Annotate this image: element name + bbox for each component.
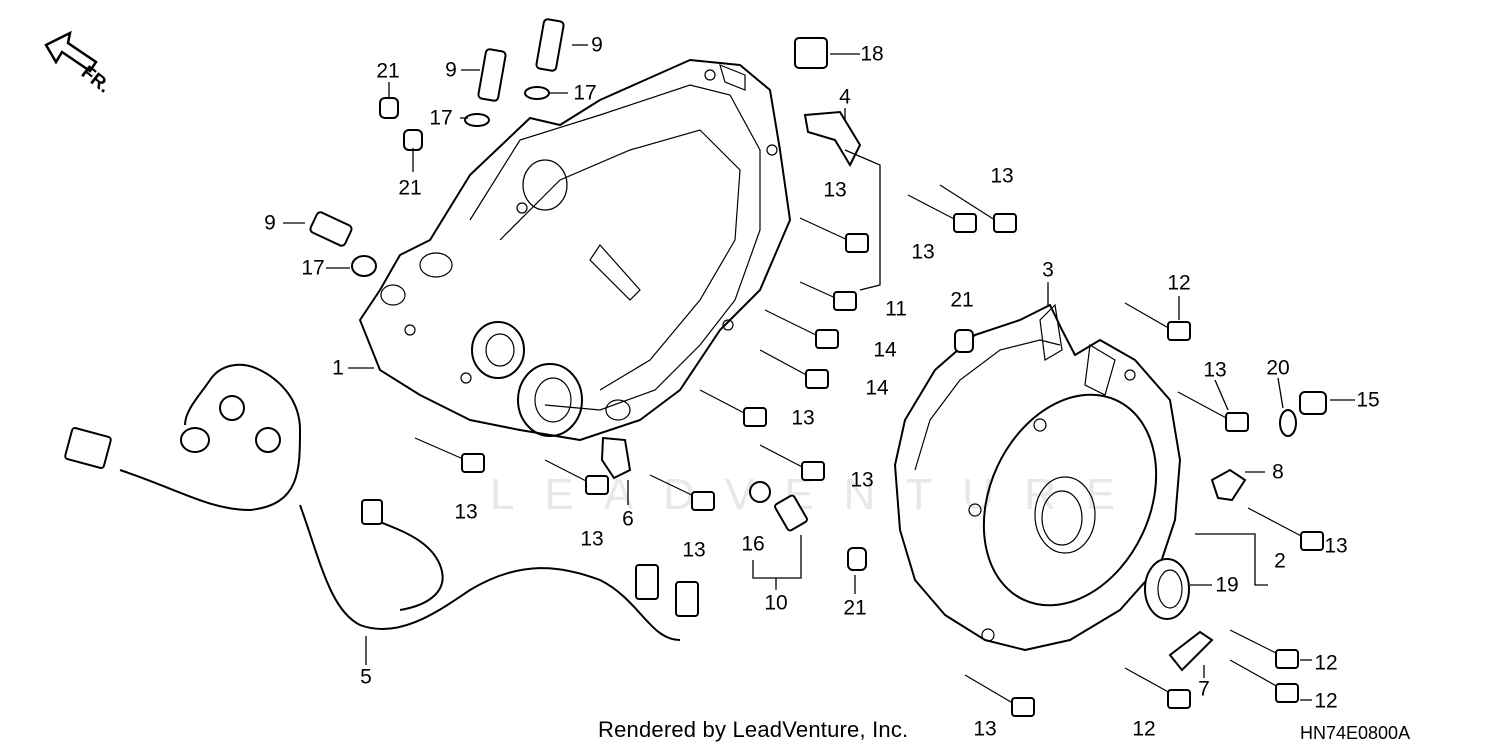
callout-12: 12 xyxy=(1132,717,1156,741)
render-credit: Rendered by LeadVenture, Inc. xyxy=(598,717,909,742)
callout-3: 3 xyxy=(1042,258,1054,282)
callout-17: 17 xyxy=(429,106,453,130)
callout-13: 13 xyxy=(682,538,706,562)
callout-13: 13 xyxy=(1203,358,1227,382)
callout-13: 13 xyxy=(911,240,935,264)
crankcase-cover-drawing xyxy=(359,59,791,441)
callout-13: 13 xyxy=(1324,534,1348,558)
callout-21: 21 xyxy=(843,596,867,620)
leader-lines xyxy=(283,44,1355,701)
callout-20: 20 xyxy=(1266,356,1290,380)
callout-6: 6 xyxy=(622,507,634,531)
callout-14: 14 xyxy=(865,376,889,400)
callout-15: 15 xyxy=(1356,388,1380,412)
callout-18: 18 xyxy=(860,42,884,66)
callout-9: 9 xyxy=(264,211,276,235)
callout-13: 13 xyxy=(973,717,997,741)
callout-4: 4 xyxy=(839,85,851,109)
bolt-drawings xyxy=(414,184,1324,717)
sensor-drawings xyxy=(309,18,808,532)
callout-13: 13 xyxy=(454,500,478,524)
callout-9: 9 xyxy=(591,33,603,57)
callout-1: 1 xyxy=(332,356,344,380)
callout-17: 17 xyxy=(573,81,597,105)
rear-case-cover-drawing xyxy=(894,303,1181,651)
callout-5: 5 xyxy=(360,665,372,689)
front-direction-arrow-icon xyxy=(44,30,98,73)
callout-21: 21 xyxy=(398,176,422,200)
washer-and-dowel-drawings xyxy=(351,37,1327,672)
callout-12: 12 xyxy=(1314,651,1338,675)
callout-2: 2 xyxy=(1274,549,1286,573)
callout-10: 10 xyxy=(764,591,788,615)
callout-21: 21 xyxy=(950,288,974,312)
drawing-code: HN74E0800A xyxy=(1300,723,1411,743)
callout-8: 8 xyxy=(1272,460,1284,484)
callout-16: 16 xyxy=(741,532,765,556)
callout-21: 21 xyxy=(376,59,400,83)
callout-17: 17 xyxy=(301,256,325,280)
callout-13: 13 xyxy=(580,527,604,551)
callout-12: 12 xyxy=(1314,689,1338,713)
callout-11: 11 xyxy=(885,297,907,321)
oil-seal-drawing xyxy=(1144,558,1190,620)
callout-9: 9 xyxy=(445,58,457,82)
callout-12: 12 xyxy=(1167,271,1191,295)
wire-harness-drawing xyxy=(64,363,699,641)
callout-14: 14 xyxy=(873,338,897,362)
callout-7: 7 xyxy=(1198,677,1210,701)
callout-13: 13 xyxy=(791,406,815,430)
callout-19: 19 xyxy=(1215,573,1239,597)
callout-13: 13 xyxy=(990,164,1014,188)
callout-13: 13 xyxy=(823,178,847,202)
callout-13: 13 xyxy=(850,468,874,492)
